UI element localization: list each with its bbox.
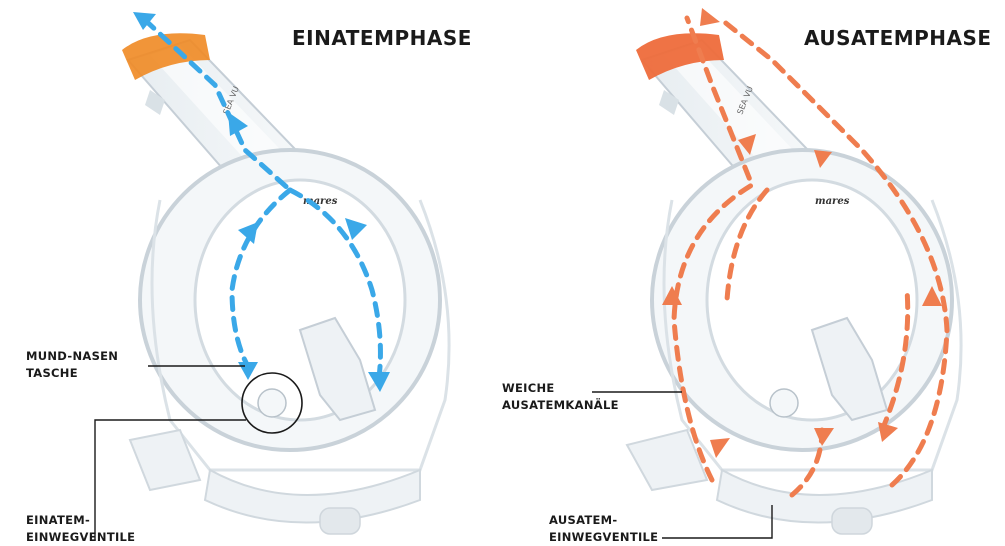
valve-icon — [770, 389, 798, 417]
mares-logo: mares — [815, 196, 850, 207]
label-line: AUSATEMKANÄLE — [502, 397, 619, 414]
label-mund-nasen-tasche: MUND-NASEN TASCHE — [26, 348, 118, 382]
exhale-panel: mares SEA VU AUSATEMPHASE WEICHE AUSATEM… — [502, 0, 1005, 546]
panel-title: EINATEMPHASE — [292, 26, 472, 50]
label-weiche-ausatemkanaele: WEICHE AUSATEMKANÄLE — [502, 380, 619, 414]
label-ausatem-einwegventile: AUSATEM- EINWEGVENTILE — [549, 512, 658, 546]
purge-valve — [832, 508, 872, 534]
purge-valve — [320, 508, 360, 534]
label-line: TASCHE — [26, 365, 118, 382]
inhale-mask-illustration: mares SEA VU — [0, 0, 502, 546]
mask-chin — [205, 470, 420, 523]
panel-title: AUSATEMPHASE — [804, 26, 992, 50]
mask-shell — [130, 150, 449, 534]
label-line: AUSATEM- — [549, 512, 658, 529]
label-line: WEICHE — [502, 380, 619, 397]
exhale-mask-illustration: mares SEA VU — [502, 0, 1005, 546]
label-line: EINWEGVENTILE — [26, 529, 135, 546]
inhale-valve-icon — [258, 389, 286, 417]
label-line: EINATEM- — [26, 512, 135, 529]
label-einatem-einwegventile: EINATEM- EINWEGVENTILE — [26, 512, 135, 546]
mask-shell — [627, 150, 961, 534]
label-line: MUND-NASEN — [26, 348, 118, 365]
inhale-panel: mares SEA VU EINATEMPHASE MUND-NASEN TAS… — [0, 0, 502, 546]
strap-clip — [130, 430, 200, 490]
label-line: EINWEGVENTILE — [549, 529, 658, 546]
